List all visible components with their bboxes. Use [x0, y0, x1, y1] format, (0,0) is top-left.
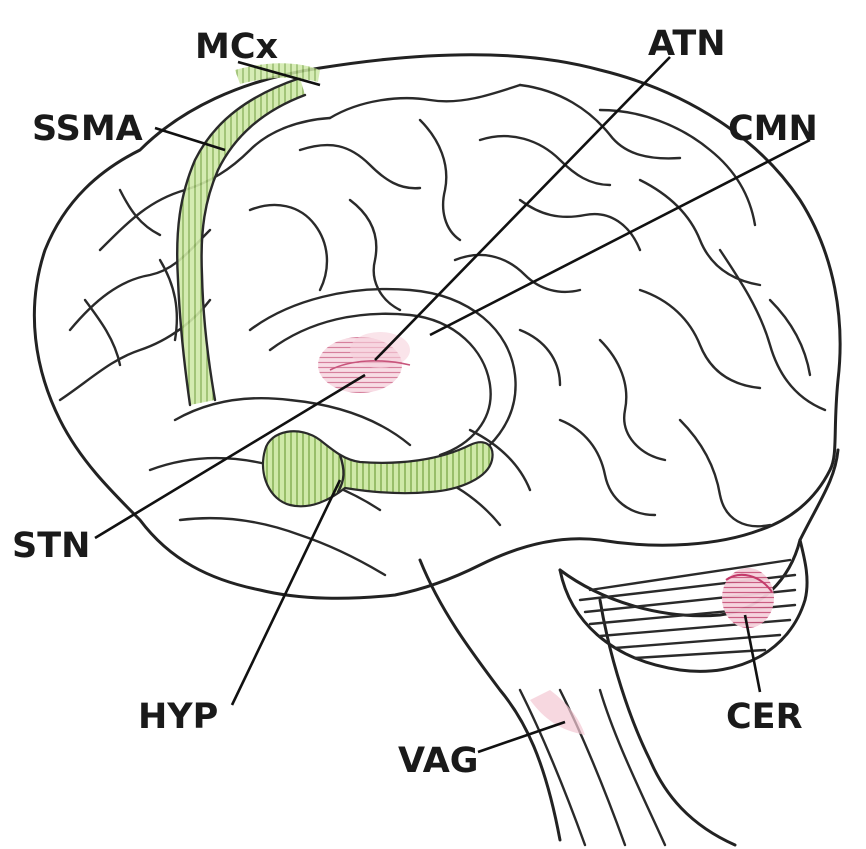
stn-region — [318, 332, 410, 393]
label-vag: VAG — [398, 741, 479, 781]
motor-cortex-region — [177, 63, 320, 405]
label-cer: CER — [726, 697, 803, 737]
vag-leader — [478, 722, 565, 752]
cerebellum — [560, 450, 838, 671]
label-atn: ATN — [648, 24, 726, 64]
label-stn: STN — [12, 526, 90, 566]
label-cmn: CMN — [728, 109, 818, 149]
cerebrum — [34, 55, 840, 599]
labels: MCx SSMA ATN CMN STN HYP VAG CER — [12, 24, 818, 781]
brain-outline — [34, 55, 840, 599]
atn-leader — [375, 57, 670, 360]
label-mcx: MCx — [195, 27, 279, 67]
brainstem — [420, 560, 735, 845]
label-ssma: SSMA — [32, 109, 143, 149]
hyp-region — [263, 431, 493, 506]
label-hyp: HYP — [138, 697, 218, 737]
hyp-leader — [232, 480, 340, 705]
